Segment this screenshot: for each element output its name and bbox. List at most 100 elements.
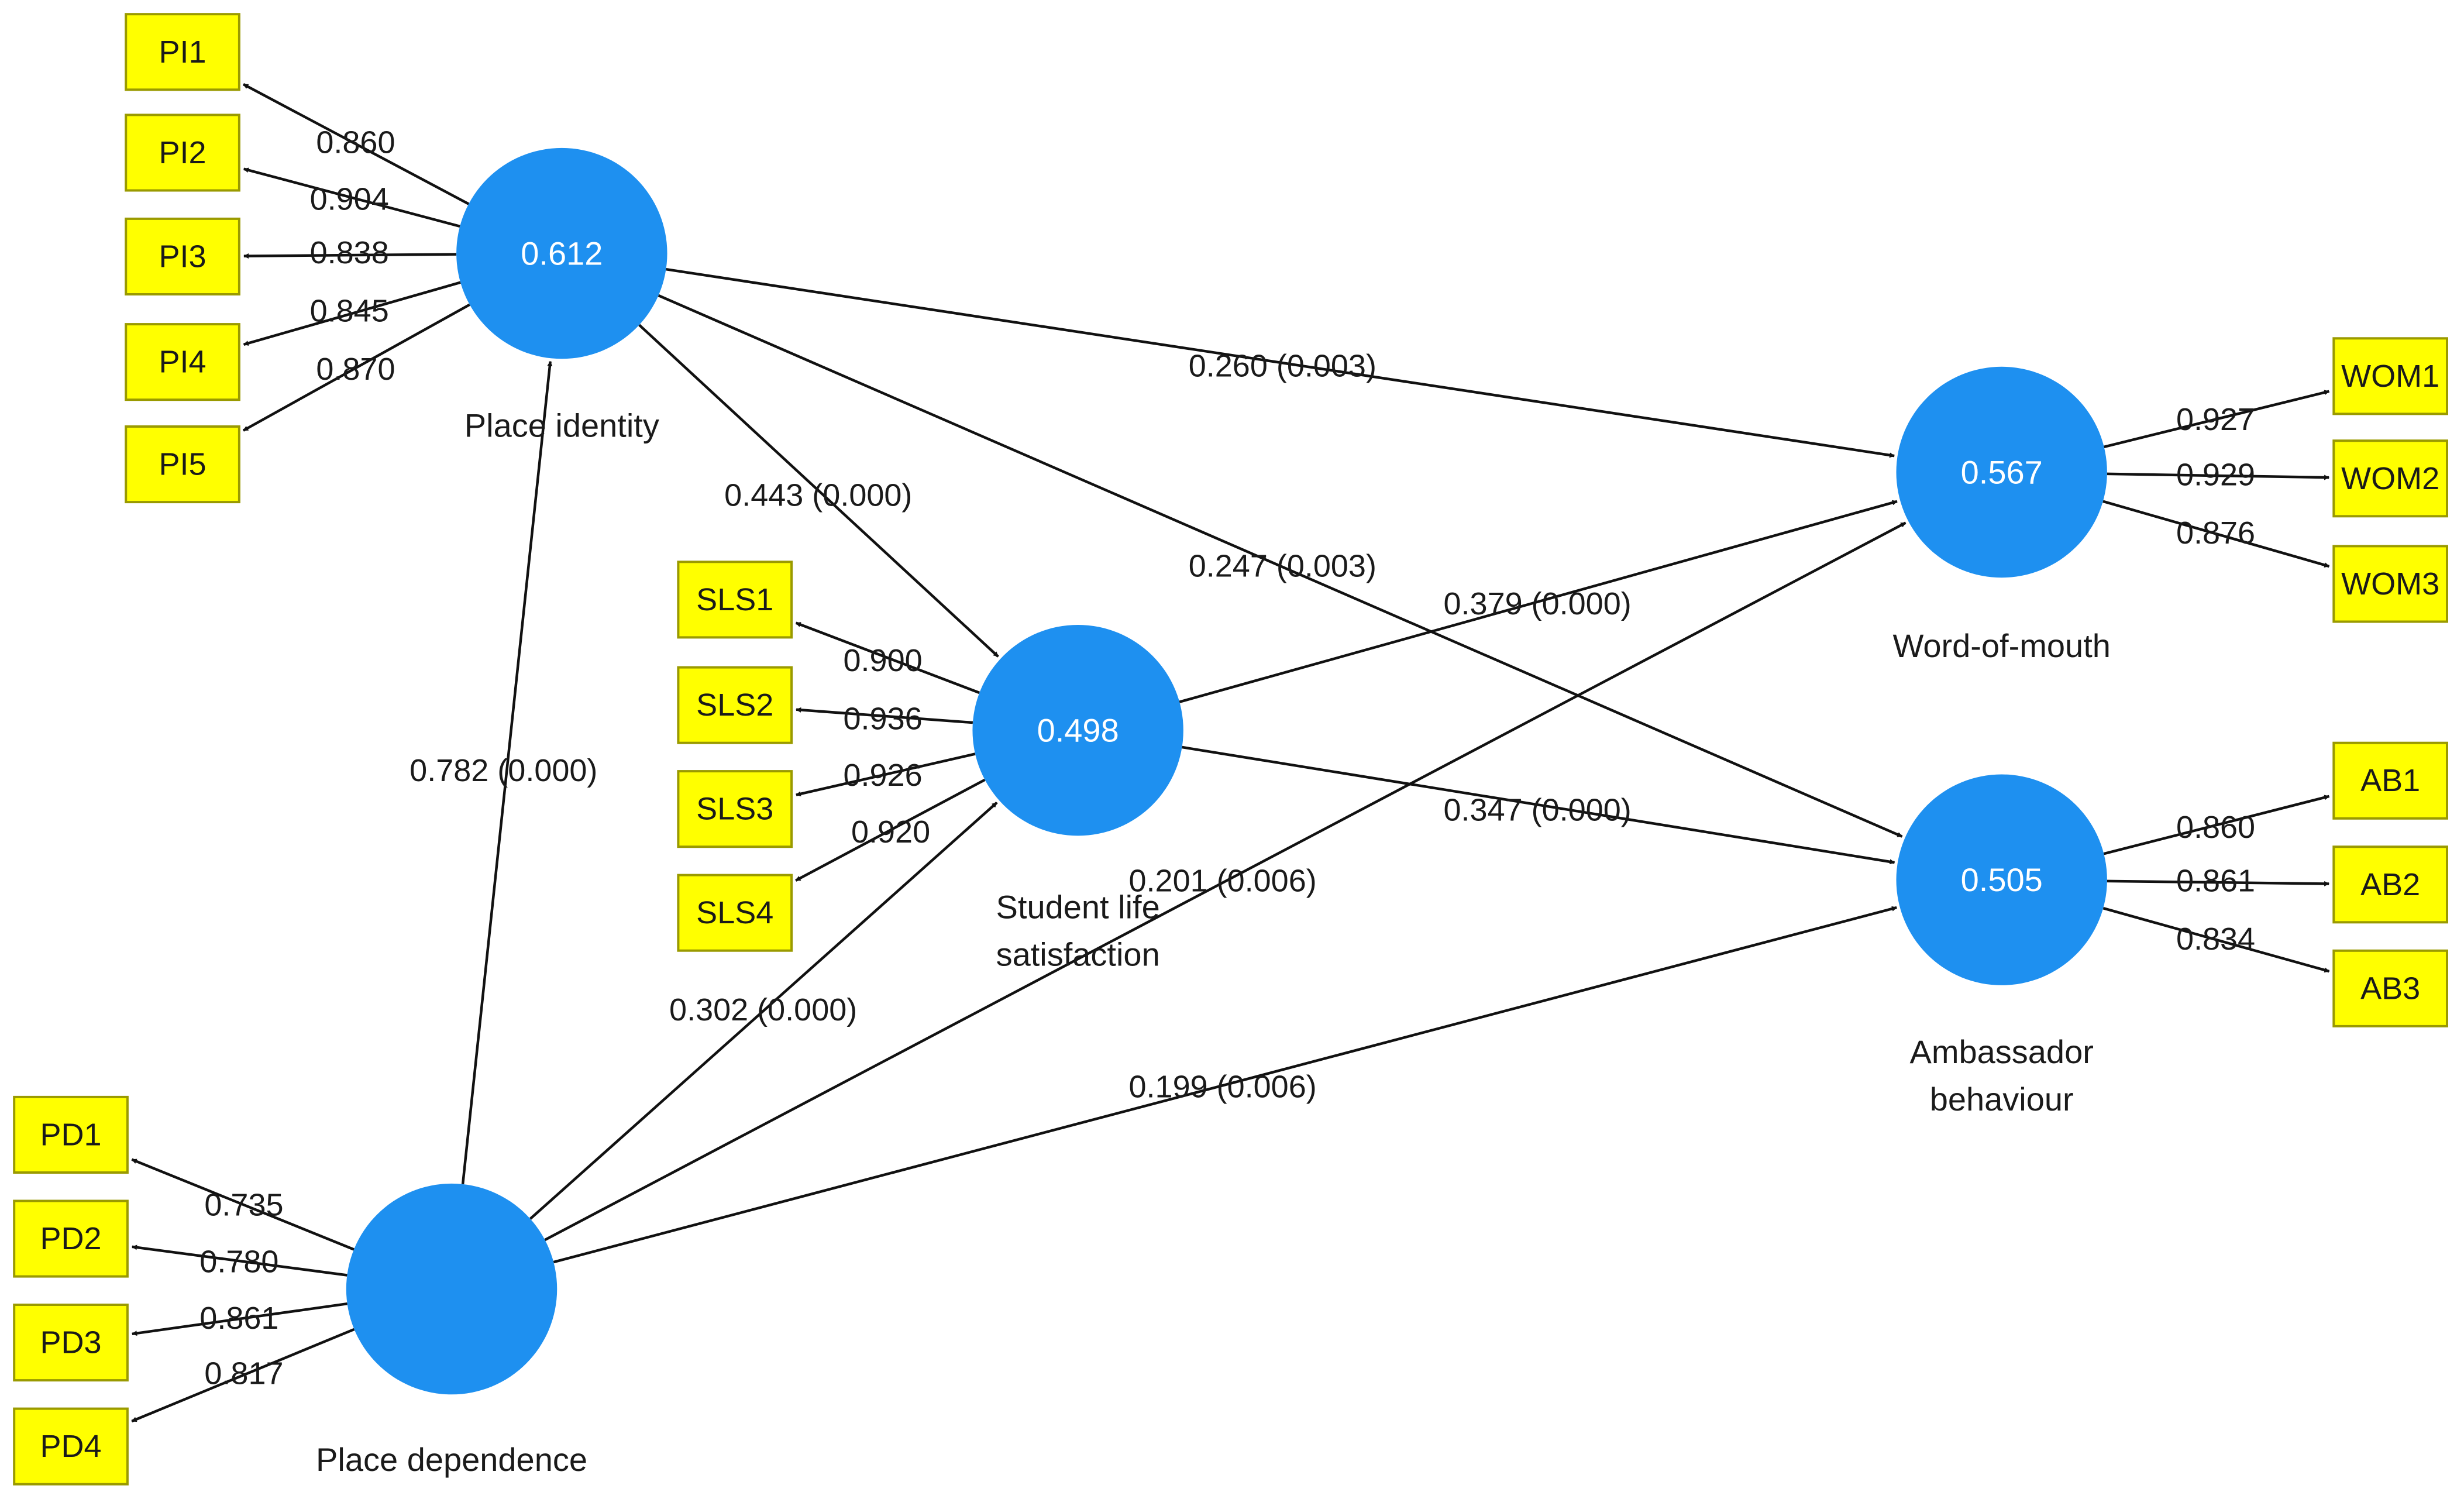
indicator-wom1[interactable]: WOM1 xyxy=(2332,337,2449,415)
indicator-pi1[interactable]: PI1 xyxy=(125,13,240,91)
indicator-label: WOM3 xyxy=(2341,566,2439,601)
path-arrow-place-dependence-to-ambassador-behaviour xyxy=(553,906,1898,1264)
construct-word-of-mouth[interactable]: 0.567 xyxy=(1896,366,2107,578)
construct-name-label: Ambassador xyxy=(1909,1033,2093,1070)
loading-arrow-pi2 xyxy=(243,167,460,228)
indicator-box xyxy=(2332,337,2449,415)
indicator-label: PD2 xyxy=(40,1221,102,1256)
path-coefficient-label: 0.782 (0.000) xyxy=(409,753,597,788)
edges-layer xyxy=(131,83,2330,1423)
r-squared-value: 0.498 xyxy=(1037,712,1119,749)
path-coefficient-label: 0.379 (0.000) xyxy=(1444,586,1632,621)
loading-value-label: 0.904 xyxy=(310,182,389,217)
construct-circle xyxy=(972,624,1183,836)
indicator-ab3[interactable]: AB3 xyxy=(2332,949,2449,1027)
loading-value-label: 0.834 xyxy=(2176,922,2255,957)
indicator-box xyxy=(677,561,793,639)
indicator-label: SLS1 xyxy=(696,582,773,617)
construct-ambassador-behaviour[interactable]: 0.505 xyxy=(1896,774,2107,985)
indicator-label: WOM2 xyxy=(2341,461,2439,496)
indicator-box xyxy=(13,1095,129,1174)
indicator-box xyxy=(2332,439,2449,518)
indicator-label: AB3 xyxy=(2360,971,2420,1006)
loading-arrow-wom3 xyxy=(2102,500,2330,568)
loading-arrow-pi1 xyxy=(242,83,470,205)
path-coefficient-label: 0.443 (0.000) xyxy=(724,477,912,513)
indicator-pd1[interactable]: PD1 xyxy=(13,1095,129,1174)
indicator-pd2[interactable]: PD2 xyxy=(13,1199,129,1278)
construct-name-label: Place dependence xyxy=(316,1441,587,1478)
path-arrow-place-identity-to-word-of-mouth xyxy=(666,267,1895,458)
loading-value-label: 0.876 xyxy=(2176,515,2255,551)
loading-value-label: 0.861 xyxy=(199,1301,278,1336)
indicator-pd4[interactable]: PD4 xyxy=(13,1407,129,1486)
construct-circle xyxy=(456,147,667,359)
construct-name-label: behaviour xyxy=(1930,1081,2074,1118)
indicator-box xyxy=(13,1304,129,1382)
path-coefficient-label: 0.302 (0.000) xyxy=(669,992,857,1027)
loading-arrow-pi4 xyxy=(243,281,461,346)
loading-arrow-sls3 xyxy=(796,752,976,797)
indicator-pi3[interactable]: PI3 xyxy=(125,217,240,295)
indicator-sls3[interactable]: SLS3 xyxy=(677,770,793,848)
construct-place-dependence[interactable] xyxy=(346,1183,558,1395)
loading-value-label: 0.926 xyxy=(844,758,923,793)
construct-name-label: Word-of-mouth xyxy=(1892,627,2110,664)
construct-circle xyxy=(1896,366,2107,578)
construct-place-identity[interactable]: 0.612 xyxy=(456,147,667,359)
loading-arrow-ab1 xyxy=(2103,795,2330,855)
loading-arrow-pd2 xyxy=(132,1245,347,1277)
path-coefficient-label: 0.201 (0.006) xyxy=(1129,863,1317,898)
indicator-pd3[interactable]: PD3 xyxy=(13,1304,129,1382)
r-squared-value: 0.567 xyxy=(1961,454,2043,491)
indicator-box xyxy=(125,425,240,504)
indicator-pi5[interactable]: PI5 xyxy=(125,425,240,504)
loading-arrow-ab3 xyxy=(2102,907,2330,973)
indicator-box xyxy=(125,114,240,192)
path-arrow-place-identity-to-student-life-satisfaction xyxy=(638,324,999,658)
indicator-box xyxy=(125,323,240,401)
path-arrow-place-dependence-to-student-life-satisfaction xyxy=(529,802,998,1220)
path-coefficient-label: 0.199 (0.006) xyxy=(1129,1070,1317,1105)
indicator-box xyxy=(677,874,793,952)
loading-value-label: 0.845 xyxy=(310,294,389,329)
loading-value-label: 0.838 xyxy=(310,235,389,270)
indicator-ab2[interactable]: AB2 xyxy=(2332,845,2449,924)
indicator-box xyxy=(677,666,793,744)
loading-value-label: 0.936 xyxy=(844,701,923,736)
loading-arrow-sls4 xyxy=(795,778,986,882)
path-arrow-place-identity-to-ambassador-behaviour xyxy=(658,294,1903,838)
indicator-sls2[interactable]: SLS2 xyxy=(677,666,793,744)
loading-arrow-pd4 xyxy=(131,1328,355,1423)
indicator-label: PD1 xyxy=(40,1117,102,1152)
indicator-box xyxy=(677,770,793,848)
indicator-box xyxy=(2332,949,2449,1027)
indicator-wom2[interactable]: WOM2 xyxy=(2332,439,2449,518)
indicator-wom3[interactable]: WOM3 xyxy=(2332,545,2449,623)
construct-name-label: satisfaction xyxy=(996,936,1160,972)
loading-value-label: 0.735 xyxy=(204,1187,283,1222)
construct-circle xyxy=(1896,774,2107,985)
indicator-label: PI2 xyxy=(159,135,207,170)
indicator-sls4[interactable]: SLS4 xyxy=(677,874,793,952)
indicator-pi2[interactable]: PI2 xyxy=(125,114,240,192)
indicator-box xyxy=(2332,845,2449,924)
indicator-box xyxy=(13,1407,129,1486)
indicator-sls1[interactable]: SLS1 xyxy=(677,561,793,639)
loading-arrow-pd3 xyxy=(132,1302,347,1336)
indicator-label: PD4 xyxy=(40,1429,102,1464)
loading-arrow-sls1 xyxy=(795,621,980,695)
indicator-box xyxy=(2332,545,2449,623)
path-coefficient-label: 0.247 (0.003) xyxy=(1189,548,1376,583)
indicator-ab1[interactable]: AB1 xyxy=(2332,741,2449,820)
indicator-pi4[interactable]: PI4 xyxy=(125,323,240,401)
indicator-label: WOM1 xyxy=(2341,359,2439,394)
loading-value-label: 0.927 xyxy=(2176,402,2255,437)
loading-value-label: 0.860 xyxy=(316,125,395,160)
indicator-label: SLS4 xyxy=(696,895,773,930)
construct-student-life-satisfaction[interactable]: 0.498 xyxy=(972,624,1183,836)
r-squared-value: 0.505 xyxy=(1961,861,2043,898)
r-squared-value: 0.612 xyxy=(521,235,603,272)
